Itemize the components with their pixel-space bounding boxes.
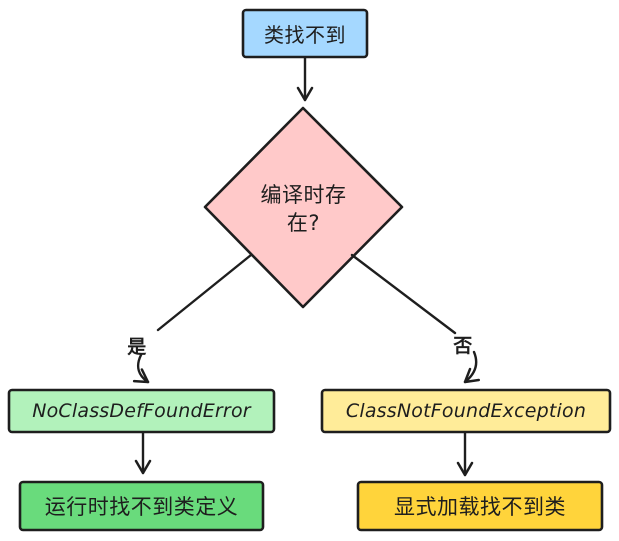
classnotfound-node-shape [320,388,612,434]
runtime-desc-node-label: 运行时找不到类定义 [44,495,239,519]
classnotfound-node-label: ClassNotFoundException [345,400,587,422]
start-node-label: 类找不到 [264,23,346,47]
explicit-desc-node-label: 显式加载找不到类 [394,495,566,519]
decision-diamond-shape [203,106,404,309]
decision-node-label: 编译时存 在? [225,178,382,240]
no-branch-label: 否 [453,334,473,357]
edge-yes-line [156,253,253,332]
edge-no-hook-arrow [463,350,480,384]
yes-branch-label: 是 [127,335,147,358]
runtime-desc-node-shape [18,480,265,532]
decision-node-label-line1: 编译时存 [260,183,347,207]
noclassdef-node-label: NoClassDefFoundError [32,400,251,422]
noclassdef-node-shape [7,388,276,434]
edge-no-line [350,253,457,335]
decision-node-label-line2: 在? [286,211,321,235]
edge-yes-hook-arrow [132,353,150,384]
explicit-desc-node-shape [356,480,604,532]
